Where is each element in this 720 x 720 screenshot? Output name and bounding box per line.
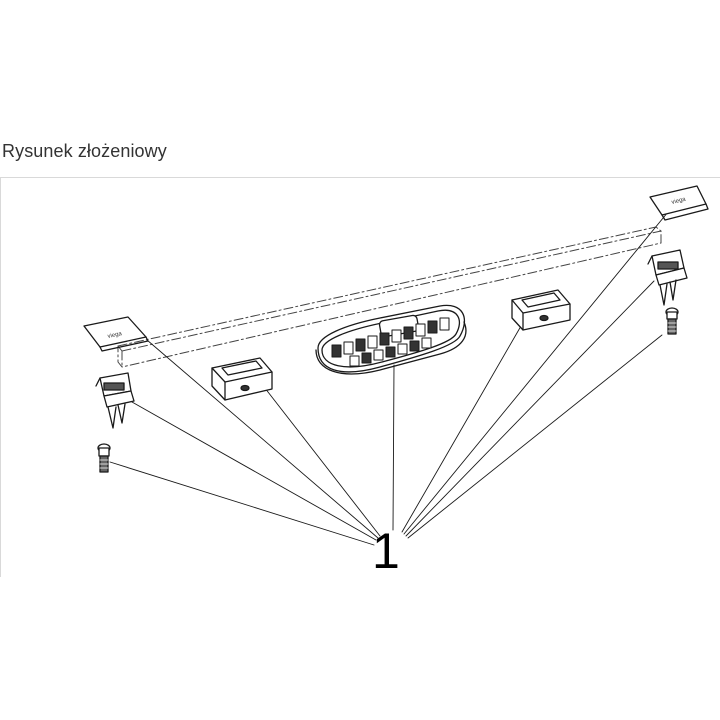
support-block-right (511, 289, 571, 331)
section-title: Rysunek złożeniowy (2, 141, 167, 161)
fixing-bracket-left (95, 372, 135, 429)
drain-body-center (315, 304, 467, 375)
screw-right (665, 307, 679, 335)
screw-left (97, 443, 111, 473)
callout-number: 1 (372, 523, 400, 579)
leader-lines-right (401, 211, 669, 539)
end-cap-right (649, 185, 709, 221)
leader-lines-left (109, 339, 395, 546)
fixing-bracket-right (647, 249, 688, 306)
brand-mark-left: viega (107, 331, 123, 340)
brand-mark-right: viega (671, 196, 687, 205)
support-block-left (211, 357, 273, 401)
end-cap-left (83, 316, 149, 352)
header-divider (0, 177, 720, 178)
frame-left-border (0, 177, 1, 577)
